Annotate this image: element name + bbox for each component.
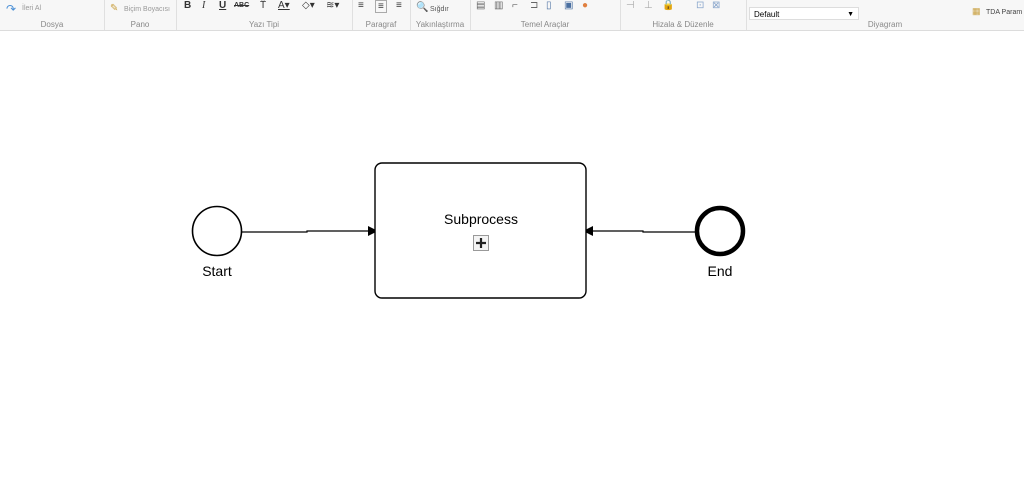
table-icon[interactable]: ▥ [494,0,504,11]
lock-icon[interactable]: 🔒 [662,0,675,11]
format-painter-icon: ✎ [110,3,119,14]
italic-button[interactable]: I [202,0,206,11]
align-icon[interactable]: ⊣ [626,0,635,11]
group-label: Temel Araçlar [520,20,570,29]
group-label: Pano [130,20,150,29]
subprocess-label: Subprocess [444,211,518,227]
group-yazi-tipi: B I U ABC T̂ A▾ ◇▾ ≋▾ Yazı Tipi [176,0,353,30]
line-tool-icon[interactable]: ⌐ [512,0,518,11]
group-icon[interactable]: ⊡ [696,0,705,11]
group-yakinlastirma: 🔍 Sığdır Yakınlaştırma [410,0,471,30]
list-icon[interactable]: ▤ [476,0,486,11]
image-icon[interactable]: ▣ [564,0,574,11]
align-right-icon[interactable]: ≡ [396,0,402,11]
tda-param-button[interactable]: TDA Param [986,9,1023,16]
group-hizala: ⊣ ⊥ 🔒 ⊡ ⊠ Hizala & Düzenle [620,0,747,30]
sequence-flow-start[interactable] [242,226,378,236]
group-pano: ✎ Biçim Boyacısı Pano [104,0,177,30]
chevron-down-icon: ▼ [847,11,854,18]
start-label: Start [202,263,232,279]
shapes-icon[interactable]: ● [582,0,589,11]
zoom-fit-icon[interactable]: 🔍 [416,2,429,13]
group-label: Diyagram [867,20,903,29]
bold-button[interactable]: B [184,0,192,11]
redo-icon[interactable]: ↷ [6,2,17,16]
strikethrough-button[interactable]: ABC [234,2,250,9]
group-dosya: ↷ İleri Al Dosya [0,0,105,30]
line-color-icon[interactable]: ≋▾ [326,0,340,11]
distribute-icon[interactable]: ⊥ [644,0,653,11]
theme-select-value: Default [754,10,780,19]
fill-color-icon[interactable]: ◇▾ [302,0,315,11]
group-label: Paragraf [365,20,397,29]
end-event[interactable] [694,205,746,257]
annotation-icon[interactable]: ⊐ [530,0,539,11]
text-doc-icon[interactable]: ▯ [546,0,552,11]
group-label: Yazı Tipi [248,20,280,29]
font-color-icon[interactable]: A▾ [278,0,290,11]
tda-icon: ▦ [972,6,981,16]
start-event[interactable] [191,205,243,257]
expand-plus-icon[interactable] [473,235,489,251]
fit-button[interactable]: Sığdır [430,6,449,13]
subprocess-task[interactable] [374,162,587,299]
ribbon-toolbar: ↷ İleri Al Dosya ✎ Biçim Boyacısı Pano B… [0,0,1024,31]
sequence-flow-end[interactable] [583,226,695,236]
align-left-icon[interactable]: ≡ [358,0,364,11]
text-rotate-icon[interactable]: T̂ [260,0,267,11]
diagram-canvas[interactable]: Start Subprocess End [0,31,1024,496]
theme-select[interactable]: Default ▼ [749,7,859,20]
group-paragraf: ≡ ≡ ≡ Paragraf [352,0,411,30]
align-center-icon[interactable]: ≡ [375,0,387,13]
group-label: Dosya [40,20,64,29]
group-label: Hizala & Düzenle [652,20,714,29]
group-label: Yakınlaştırma [415,20,465,29]
format-painter-button[interactable]: Biçim Boyacısı [124,6,170,13]
group-diyagram: Diyagram [746,0,1024,30]
underline-button[interactable]: U [219,0,227,11]
redo-button[interactable]: İleri Al [22,5,42,12]
group-temel-araclar: ▤ ▥ ⌐ ⊐ ▯ ▣ ● Temel Araçlar [470,0,621,30]
end-label: End [708,263,733,279]
ungroup-icon[interactable]: ⊠ [712,0,721,11]
